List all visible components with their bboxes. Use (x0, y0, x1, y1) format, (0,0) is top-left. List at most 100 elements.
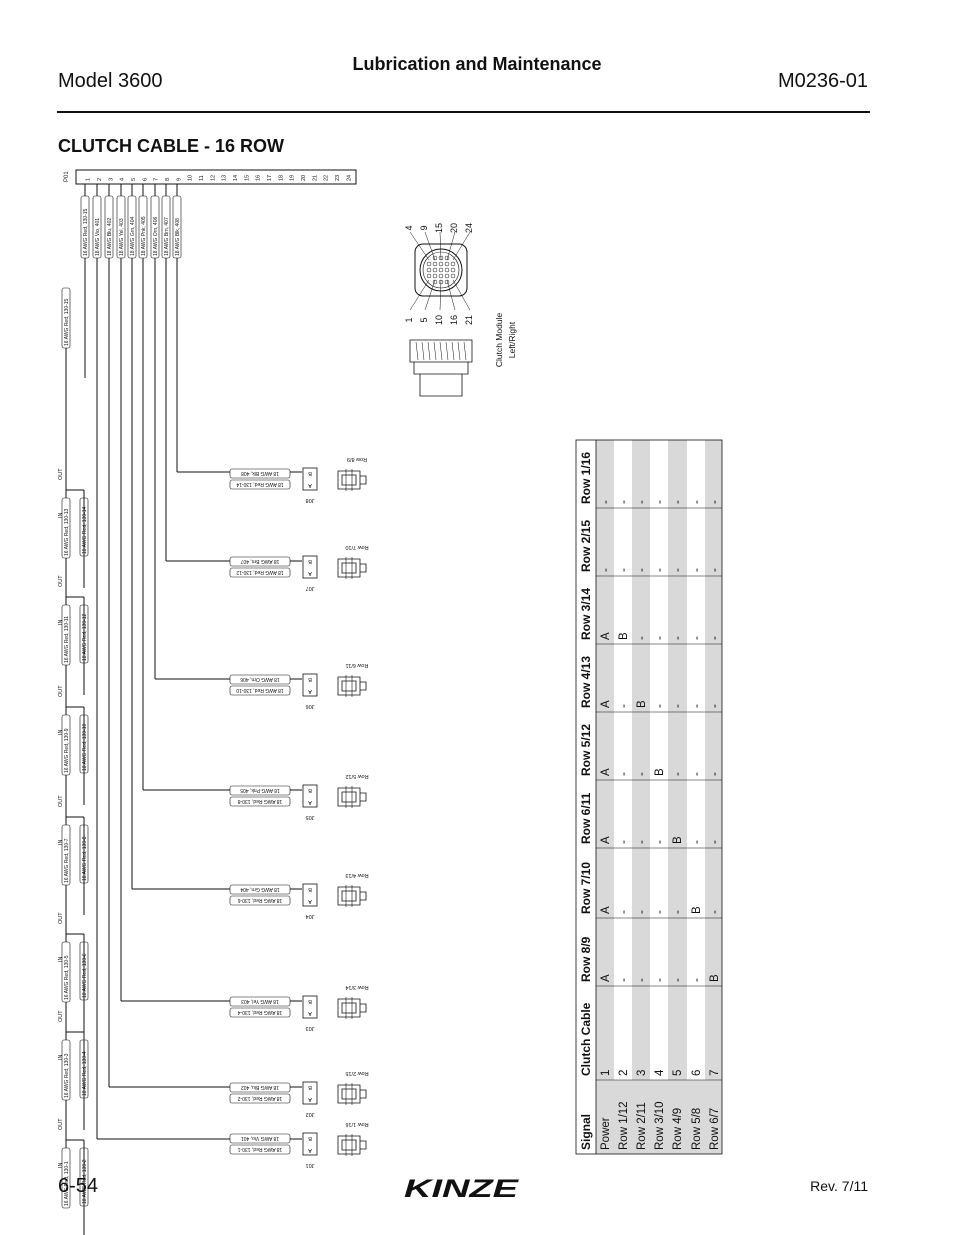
connector-wire-box (229, 468, 291, 479)
connector-wire-b: 18 AWG Grn, 404 (240, 886, 279, 892)
out-text: OUT (58, 468, 64, 480)
connector-pin-a: A (308, 898, 312, 904)
connector-wire-b: 18 AWG Yel, 403 (241, 998, 279, 1004)
chain-in-label: 16 AWG Red, 130-3 (64, 1053, 70, 1098)
connector-wire-box (229, 556, 291, 567)
connector-wire-b: 18 AWG Orn, 406 (240, 676, 279, 682)
chain-out-label: 18 AWG Red, 130-14 (82, 506, 88, 554)
module-pin-number: 5 (419, 317, 429, 322)
connector-wire-box (229, 1133, 291, 1144)
module-pin (450, 267, 456, 273)
connector-id: J02 (306, 1111, 315, 1117)
table-header: Signal (579, 1114, 593, 1150)
table-cell: - (672, 704, 684, 708)
connector-id: J03 (306, 1025, 315, 1031)
module-pin (426, 267, 432, 273)
table-cell: - (672, 772, 684, 776)
out-text: OUT (58, 575, 64, 587)
module-face (419, 248, 463, 292)
table-cell: A (600, 974, 612, 982)
table-cell: - (709, 704, 721, 708)
in-text: IN (58, 1162, 64, 1168)
module-pin (426, 261, 432, 267)
in-text: IN (58, 839, 64, 845)
chain-label-box (61, 604, 71, 666)
table-cell: 5 (672, 1070, 684, 1076)
connector-wire-box (229, 685, 291, 696)
table-header: Row 5/12 (579, 724, 593, 776)
chain-out-label: 18 AWG Red, 130-10 (82, 723, 88, 771)
table-cell: - (691, 772, 703, 776)
module-pin (438, 273, 444, 279)
table-cell: - (709, 772, 721, 776)
module-pin (426, 273, 432, 279)
connector-row-label: Row 4/13 (345, 872, 368, 878)
pin-number: 12 (210, 175, 216, 181)
table-row-signal: Power (600, 1117, 612, 1150)
connector-wire-b: 18 AWG Pnk, 405 (240, 787, 280, 793)
table-cell: B (654, 768, 666, 776)
table-cell: - (709, 636, 721, 640)
chain-out-label: 18 AWG Red, 130-8 (82, 836, 88, 881)
module-pin (444, 261, 450, 267)
pin-number: 24 (346, 175, 352, 181)
connector-row-label: Row 1/16 (345, 1121, 368, 1127)
table-cell: B (709, 974, 721, 982)
connector-plug (337, 676, 367, 696)
out-text: OUT (58, 1010, 64, 1022)
module-thread (439, 341, 443, 361)
chain-in-label: 16 AWG Red, 130-9 (64, 728, 70, 773)
module-pin-leader (439, 279, 442, 311)
connector-id: J08 (306, 497, 315, 503)
module-pin-leader (409, 231, 430, 261)
connector-wire-b: 18 AWG Vio, 401 (241, 1135, 279, 1141)
table-cell: - (672, 978, 684, 982)
table-row-signal: Row 6/7 (709, 1108, 721, 1150)
module-pin-number: 9 (419, 225, 429, 230)
connector-pin-a: A (308, 799, 312, 805)
connector-pin-box (302, 673, 318, 697)
connector-pin-b: B (308, 676, 312, 682)
module-pin (444, 273, 450, 279)
connector-row-label: Row 5/12 (345, 773, 368, 779)
connector-wire-box (229, 895, 291, 906)
in-text: IN (58, 512, 64, 518)
table-cell: - (636, 910, 648, 914)
module-pin-number: 16 (449, 315, 459, 325)
connector-id: J06 (306, 703, 315, 709)
trunk-wire-label: 18 AWG Yel, 403 (119, 218, 125, 256)
table-header: Row 7/10 (579, 862, 593, 914)
in-text: IN (58, 729, 64, 735)
connector-pin-a: A (308, 1096, 312, 1102)
table-cell: - (654, 568, 666, 572)
table-header: Row 4/13 (579, 656, 593, 708)
table-cell: - (654, 910, 666, 914)
pin-number: 5 (131, 178, 137, 181)
chain-in-label: 16 AWG Red, 130-11 (64, 616, 70, 663)
table-cell: - (691, 568, 703, 572)
page-number: 6-54 (58, 1175, 99, 1197)
module-pin-number: 15 (434, 223, 444, 233)
connector-pin-b: B (308, 998, 312, 1004)
module-thread (451, 341, 455, 361)
module-pin-leader (452, 279, 471, 311)
chain-out-label: 18 AWG Red, 130-2 (82, 1159, 88, 1204)
table-header: Row 2/15 (579, 520, 593, 572)
table-cell: - (636, 840, 648, 844)
in-text: IN (58, 619, 64, 625)
module-label: Left/Right (507, 321, 517, 358)
module-pin (450, 273, 456, 279)
table-cell: - (636, 568, 648, 572)
module-pin-leader (446, 231, 456, 261)
connector-plug (337, 787, 367, 807)
table-cell: B (691, 906, 703, 914)
chain-in-label: 16 AWG Red, 130-5 (64, 955, 70, 1000)
connector-wire-box (229, 796, 291, 807)
module-thread (415, 341, 419, 361)
connector-plug (337, 1084, 367, 1104)
table-band (705, 440, 722, 1154)
connector-wire-a: 18 AWG Red, 130-6 (238, 897, 283, 903)
table-band (668, 440, 687, 1154)
connector-wire-a: 18 AWG Red, 130-12 (236, 569, 284, 575)
pin-number: 2 (97, 178, 103, 181)
